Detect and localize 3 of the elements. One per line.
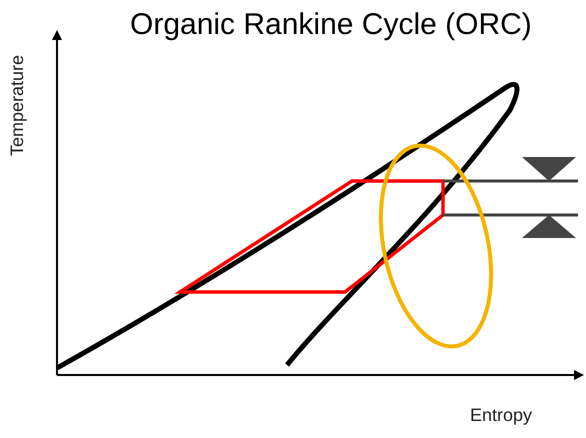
- chart-title: Organic Rankine Cycle (ORC): [130, 8, 532, 42]
- axis-label: Entropy: [470, 405, 532, 426]
- axis-label: Temperature: [7, 54, 28, 156]
